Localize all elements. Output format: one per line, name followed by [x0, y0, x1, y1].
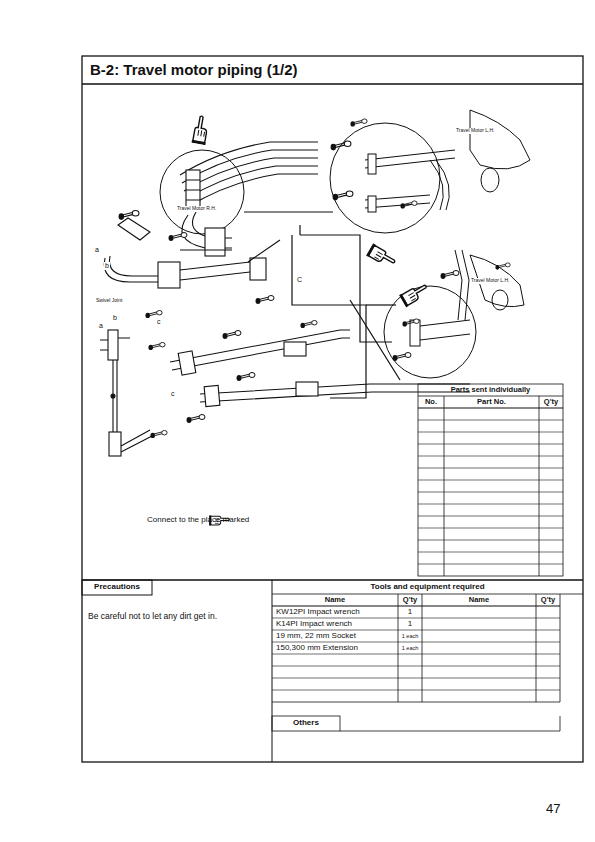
table-rule	[418, 420, 563, 421]
part-label: Travel Motor R.H.	[176, 206, 217, 212]
tool-quantity: 1	[398, 608, 422, 617]
table-rule	[418, 444, 563, 445]
table-rule	[272, 678, 560, 679]
tool-quantity: 1 each	[398, 645, 422, 651]
table-header: Name	[272, 596, 398, 604]
table-rule	[272, 666, 560, 667]
tool-name: 19 mm, 22 mm Socket	[276, 632, 356, 641]
callout-letter: C	[296, 276, 303, 284]
table-rule	[272, 654, 560, 655]
table-rule	[272, 690, 560, 691]
part-label: Travel Motor L.H.	[455, 128, 495, 134]
section-label: Others	[272, 719, 340, 728]
table-rule	[418, 552, 563, 553]
table-header: Q'ty	[536, 596, 560, 604]
page-number: 47	[546, 802, 560, 816]
callout-letter: b	[104, 262, 110, 270]
table-header: No.	[418, 398, 444, 406]
table-rule	[418, 492, 563, 493]
table-header: Q'ty	[539, 398, 563, 406]
tool-quantity: 1 each	[398, 633, 422, 639]
table-rule	[418, 456, 563, 457]
part-label: Travel Motor L.H.	[470, 278, 510, 284]
table-rule	[272, 630, 560, 631]
section-label: Precautions	[82, 583, 152, 592]
table-rule	[418, 564, 563, 565]
table-header: Name	[422, 596, 536, 604]
note-text: Connect to the place marked	[147, 516, 257, 525]
table-rule	[418, 504, 563, 505]
part-label: Swivel Joint	[95, 298, 123, 304]
tool-name: K14PI Impact wrench	[276, 620, 352, 629]
table-header: Tools and equipment required	[272, 583, 583, 592]
table-header: Parts sent individually	[418, 386, 563, 394]
page-title: B-2: Travel motor piping (1/2)	[90, 62, 298, 79]
table-rule	[272, 642, 560, 643]
callout-letter: c	[156, 318, 162, 326]
tool-name: 150,300 mm Extension	[276, 644, 358, 653]
precaution-text: Be careful not to let any dirt get in.	[88, 612, 217, 621]
callout-letter: a	[94, 246, 100, 254]
table-header: Q'ty	[398, 596, 422, 604]
callout-letter: c	[170, 390, 176, 398]
table-header: Part No.	[444, 398, 539, 406]
tool-name: KW12PI Impact wrench	[276, 608, 360, 617]
table-rule	[418, 468, 563, 469]
callout-letter: b	[112, 314, 118, 322]
table-rule	[418, 480, 563, 481]
table-rule	[418, 540, 563, 541]
table-rule	[418, 528, 563, 529]
table-rule	[418, 432, 563, 433]
callout-letter: a	[98, 322, 104, 330]
table-rule	[272, 618, 560, 619]
table-rule	[418, 516, 563, 517]
tool-quantity: 1	[398, 620, 422, 629]
